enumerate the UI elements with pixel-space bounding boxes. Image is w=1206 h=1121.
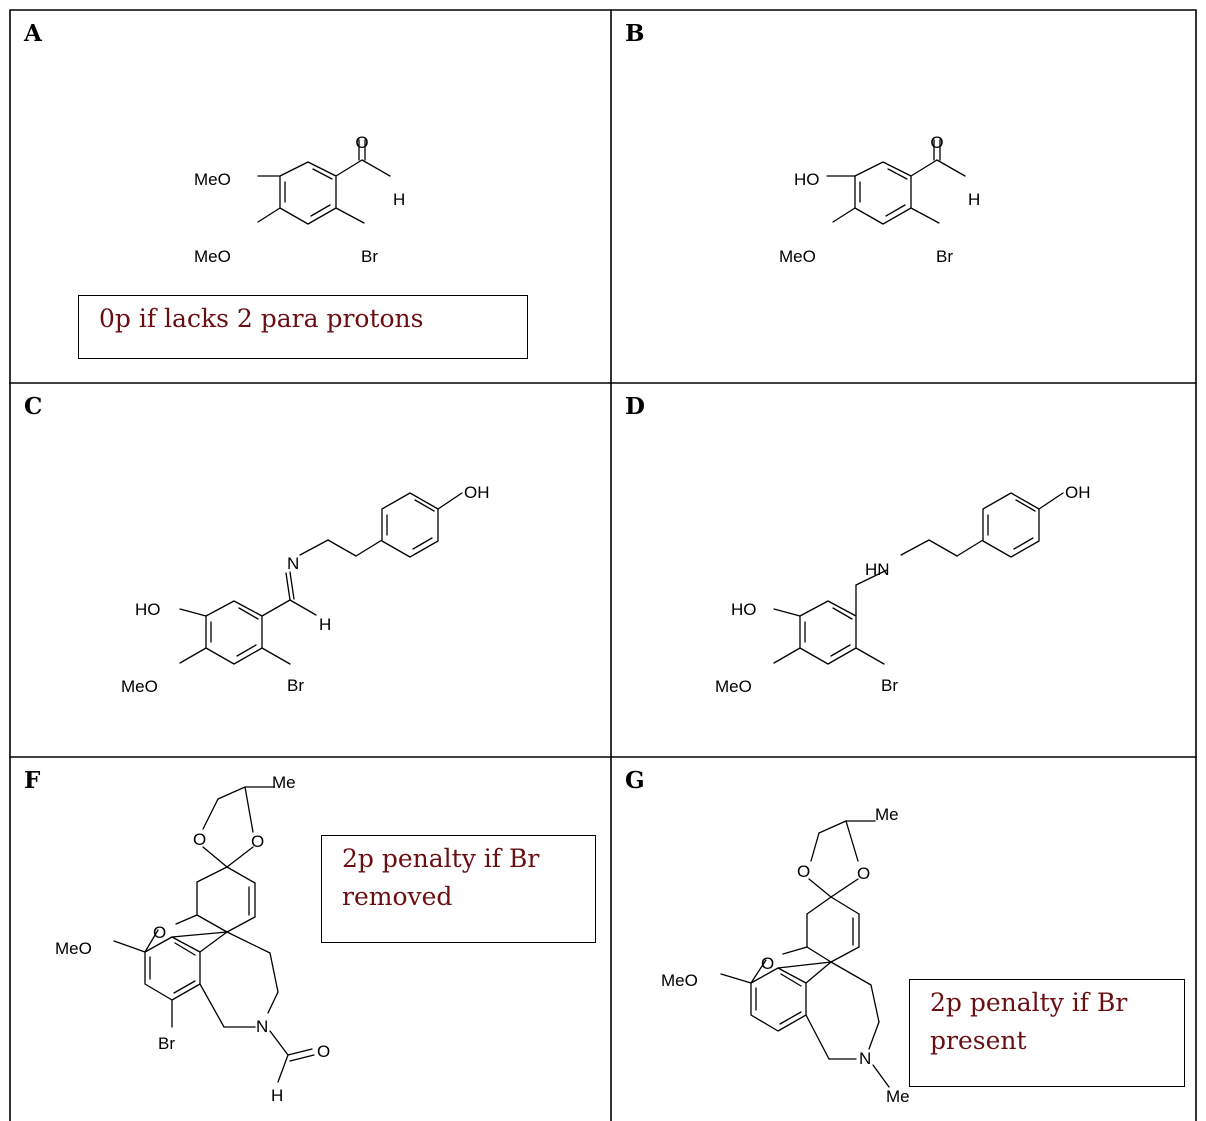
panel-d: D HN OH HO MeO Br <box>611 383 1196 757</box>
g-furan-o: O <box>761 954 774 973</box>
panel-f: F <box>10 757 611 1121</box>
c-meo: MeO <box>121 677 158 696</box>
f-meo: MeO <box>55 939 92 958</box>
structure-b: O H Br HO MeO <box>779 133 980 266</box>
d-meo: MeO <box>715 677 752 696</box>
g-me-top: Me <box>875 805 899 824</box>
g-meo: MeO <box>661 971 698 990</box>
structure-c: N H OH HO MeO Br <box>121 483 490 696</box>
d-amine-hn: HN <box>865 560 890 579</box>
a-meo-top: MeO <box>194 170 231 189</box>
f-formyl-h: H <box>271 1086 283 1105</box>
panel-c: C N H OH HO MeO Br <box>10 383 611 757</box>
f-dioxolane-o-left: O <box>193 830 206 849</box>
g-n: N <box>859 1049 871 1068</box>
structure-a: O H Br MeO MeO <box>194 133 405 266</box>
panel-g: G <box>611 757 1196 1121</box>
g-n-me: Me <box>886 1087 910 1106</box>
f-n: N <box>256 1017 268 1036</box>
b-aldehyde-h: H <box>968 190 980 209</box>
g-dioxolane-o-right: O <box>857 864 870 883</box>
panel-a: A O H Br MeO MeO 0p if lacks 2 para prot… <box>10 10 611 383</box>
c-imine-h: H <box>319 615 331 634</box>
structure-f: Me O O O MeO N O H Br <box>55 773 330 1105</box>
panel-b: B O H Br HO MeO <box>611 10 1196 383</box>
panel-a-letter: A <box>24 20 42 47</box>
d-ho: HO <box>731 600 757 619</box>
f-furan-o: O <box>153 923 166 942</box>
b-meo: MeO <box>779 247 816 266</box>
panel-d-letter: D <box>625 393 645 420</box>
a-meo-bottom: MeO <box>194 247 231 266</box>
panel-f-letter: F <box>24 767 41 794</box>
f-br: Br <box>158 1034 175 1053</box>
f-me: Me <box>272 773 296 792</box>
panel-c-letter: C <box>24 393 43 420</box>
d-br: Br <box>881 676 898 695</box>
b-br: Br <box>936 247 953 266</box>
structure-d: HN OH HO MeO Br <box>715 483 1091 696</box>
panel-g-letter: G <box>625 767 645 794</box>
c-ho: HO <box>135 600 161 619</box>
a-carbonyl-o: O <box>355 133 368 152</box>
c-br: Br <box>287 676 304 695</box>
structure-g: Me O O O MeO N Me <box>661 805 910 1106</box>
a-br: Br <box>361 247 378 266</box>
note-a: 0p if lacks 2 para protons <box>78 295 528 359</box>
g-dioxolane-o-left: O <box>797 862 810 881</box>
note-f: 2p penalty if Br removed <box>321 835 596 943</box>
c-imine-n: N <box>287 554 299 573</box>
b-carbonyl-o: O <box>930 133 943 152</box>
f-dioxolane-o-right: O <box>251 832 264 851</box>
c-phenol-oh: OH <box>464 483 490 502</box>
d-phenol-oh: OH <box>1065 483 1091 502</box>
b-ho: HO <box>794 170 820 189</box>
panel-b-letter: B <box>625 20 645 47</box>
a-aldehyde-h: H <box>393 190 405 209</box>
f-formyl-o: O <box>317 1042 330 1061</box>
note-g: 2p penalty if Br present <box>909 979 1185 1087</box>
